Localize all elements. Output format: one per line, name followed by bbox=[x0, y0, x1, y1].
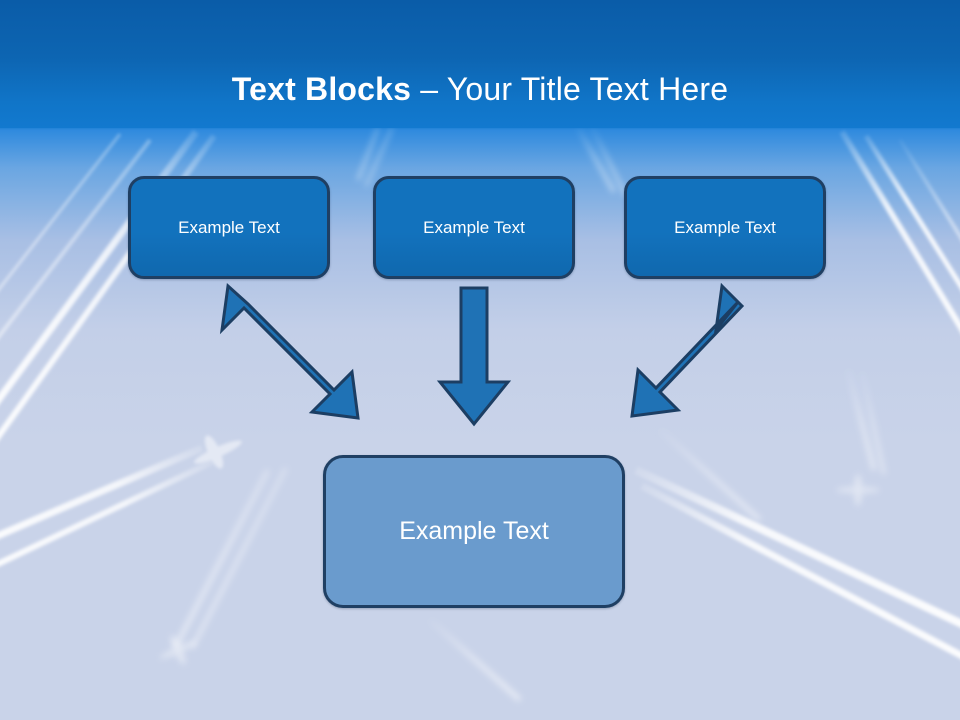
text-block-3-label: Example Text bbox=[674, 217, 776, 237]
text-block-result[interactable]: Example Text bbox=[323, 455, 625, 608]
airplane-lower-left bbox=[194, 435, 242, 469]
airplane-right-small bbox=[836, 474, 880, 506]
contrail-group-right bbox=[839, 130, 960, 332]
page-title: Text Blocks – Your Title Text Here bbox=[0, 69, 960, 109]
page-title-separator: – bbox=[411, 71, 447, 108]
text-block-2[interactable]: Example Text bbox=[373, 176, 575, 279]
contrail-group-lower-left bbox=[0, 444, 214, 567]
airplane-left-small bbox=[159, 635, 197, 665]
text-block-1[interactable]: Example Text bbox=[128, 176, 330, 279]
contrail-group-top-center bbox=[356, 127, 628, 197]
text-block-3[interactable]: Example Text bbox=[624, 176, 826, 279]
contrail-group-right-vertical bbox=[846, 369, 886, 475]
text-block-1-label: Example Text bbox=[178, 217, 280, 237]
contrail-group-right-long bbox=[634, 466, 960, 659]
page-title-light: Your Title Text Here bbox=[446, 71, 729, 108]
title-band bbox=[0, 0, 960, 128]
page-title-strong: Text Blocks bbox=[231, 71, 412, 108]
contrail-group-bottom-center bbox=[428, 428, 762, 702]
contrail-group-left-vertical bbox=[173, 467, 288, 649]
text-block-result-label: Example Text bbox=[399, 517, 549, 545]
text-block-2-label: Example Text bbox=[423, 217, 525, 237]
